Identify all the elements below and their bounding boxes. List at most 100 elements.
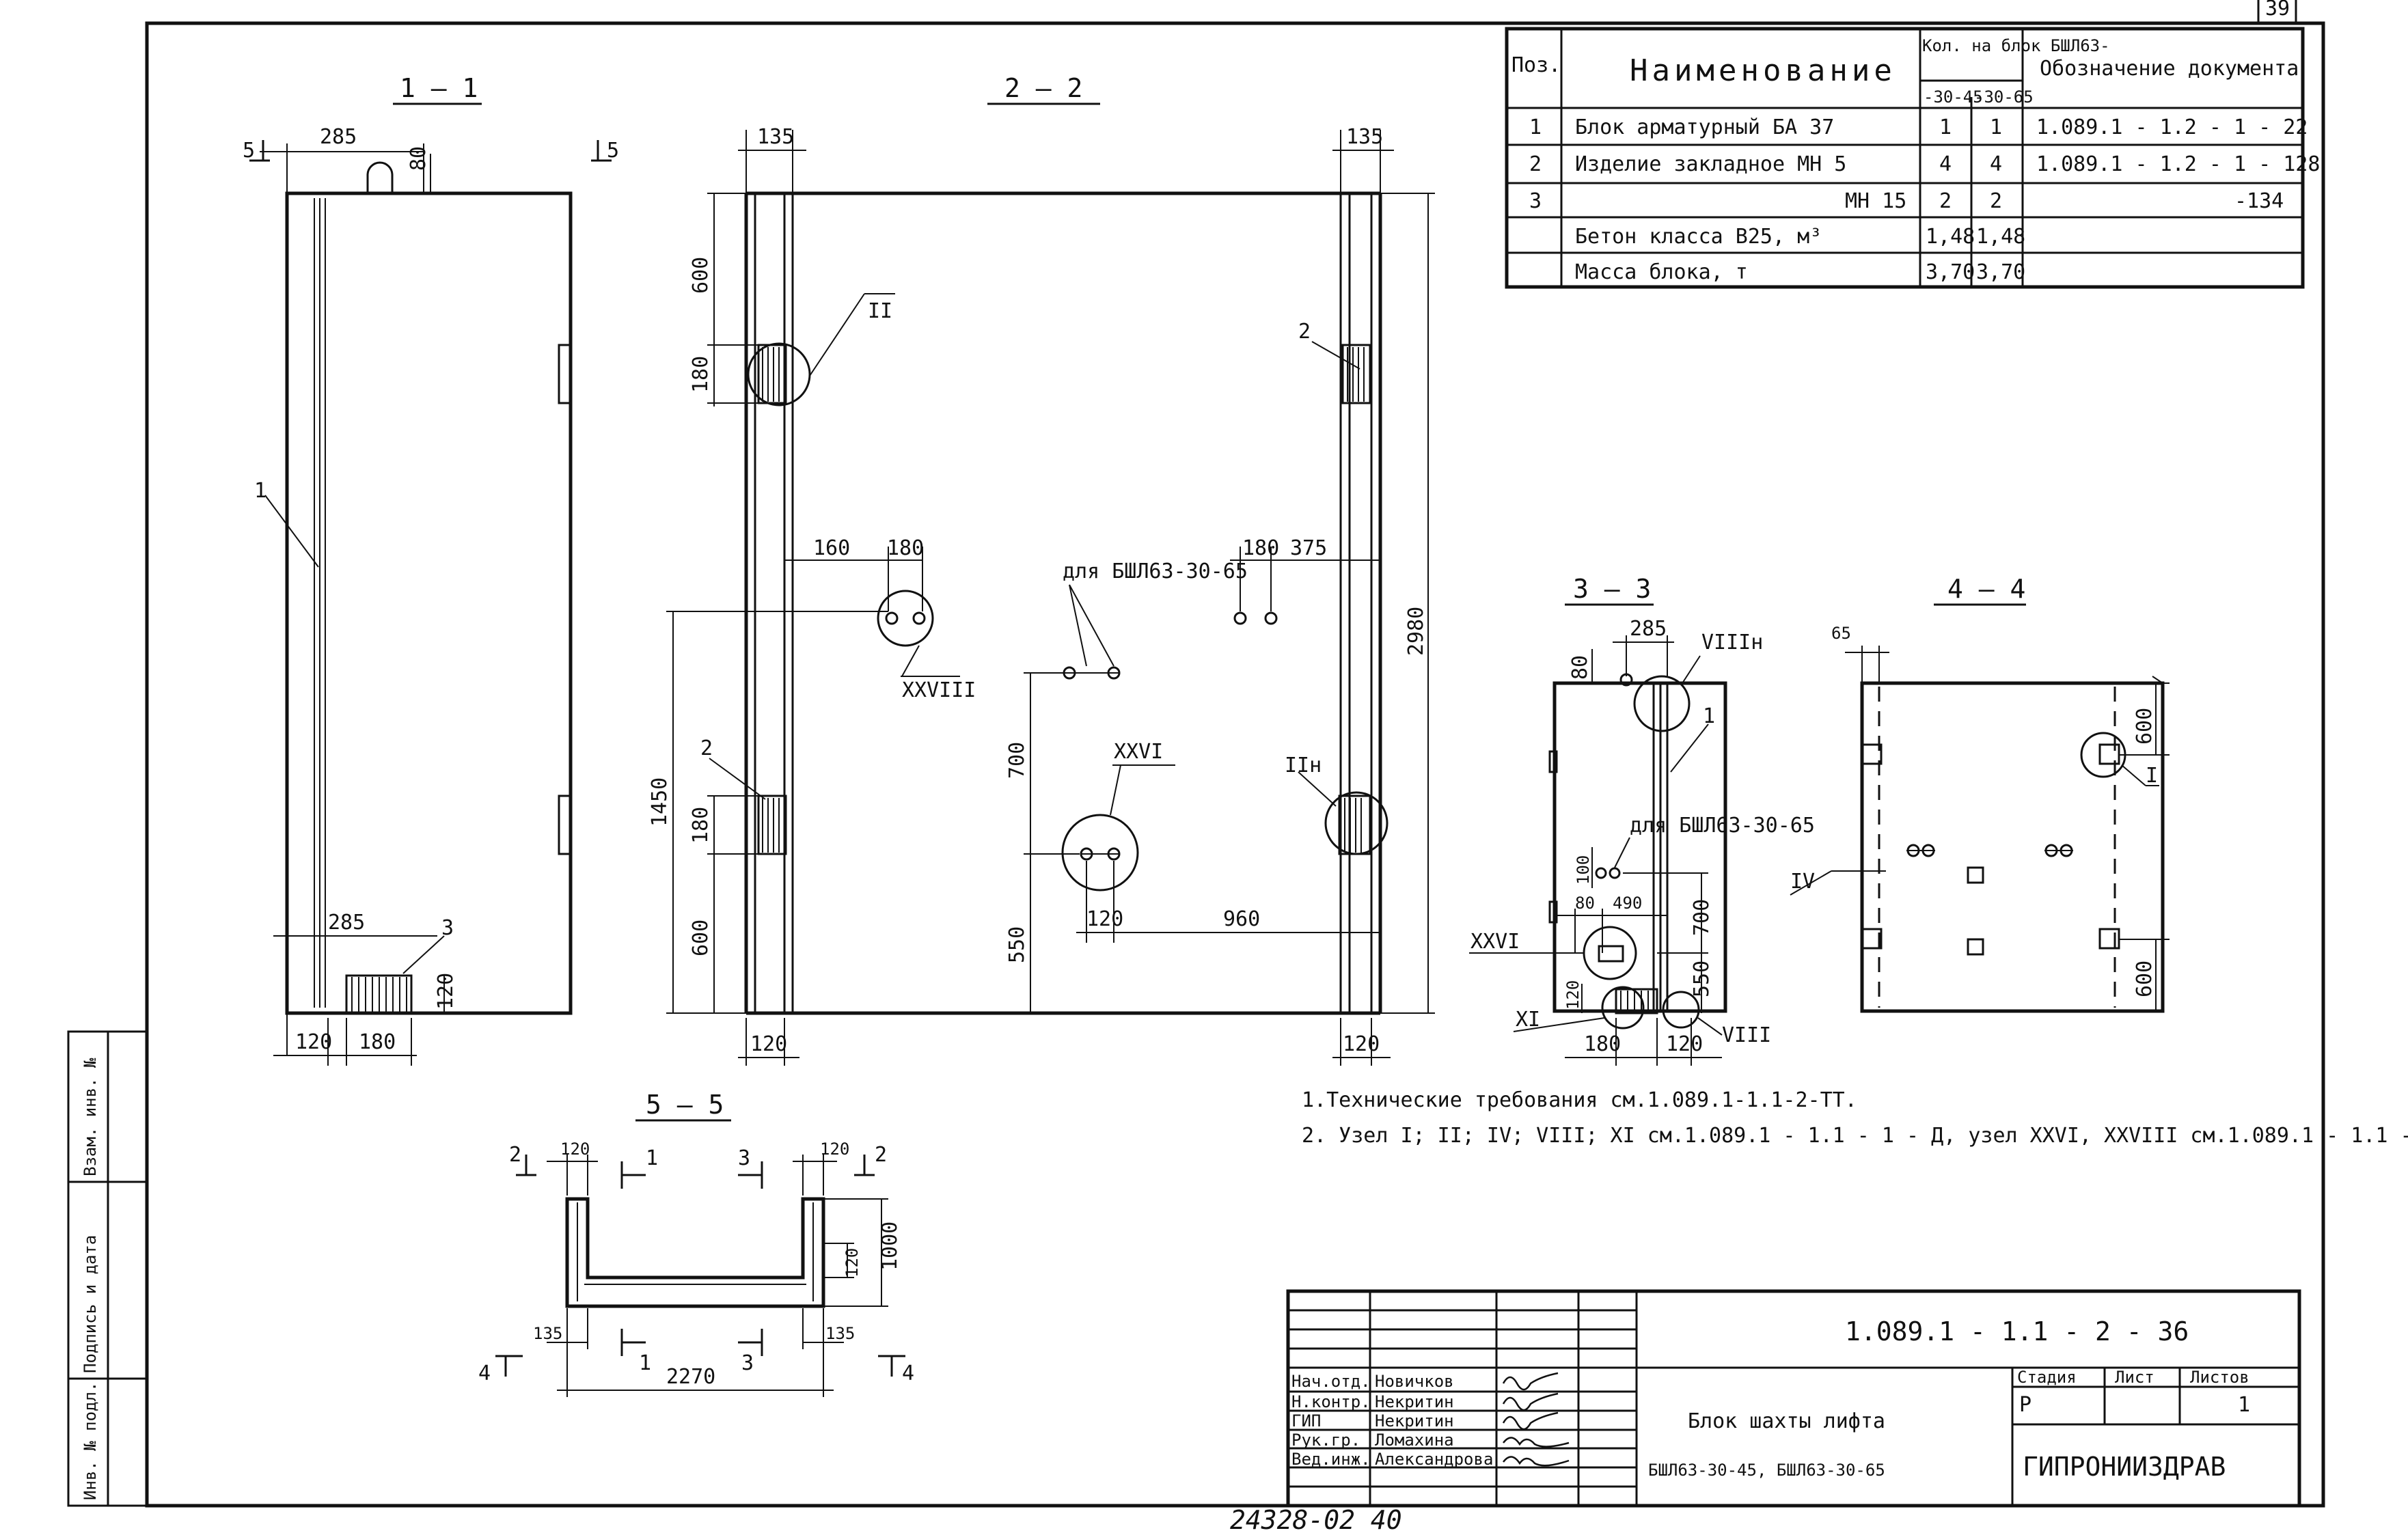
dim-label: 65 bbox=[1831, 624, 1851, 643]
node-label: I bbox=[2146, 764, 2158, 788]
dim-label: 285 bbox=[1630, 617, 1667, 641]
signature-name: Ломахина bbox=[1375, 1431, 1454, 1450]
table-row-doc: 1.089.1 - 1.2 - 1 - 128 bbox=[2036, 152, 2320, 176]
dim-label: 600 bbox=[2133, 961, 2157, 997]
sheet-header: Лист bbox=[2115, 1368, 2154, 1387]
dim-label: 160 bbox=[813, 536, 850, 560]
dim-label: 135 bbox=[757, 125, 794, 149]
embedded-part bbox=[1338, 795, 1371, 855]
handwritten-signature bbox=[1502, 1411, 1559, 1431]
dim-label: 375 bbox=[1290, 536, 1327, 560]
table-row-qty-b: 1,48 bbox=[1976, 225, 2025, 249]
dim-label: 120 bbox=[750, 1032, 787, 1056]
sheet-number-corner: 39 bbox=[2265, 0, 2290, 20]
table-row-pos: 2 bbox=[1529, 152, 1542, 176]
table-row-qty-a: 1,48 bbox=[1926, 225, 1975, 249]
dim-label: 700 bbox=[1690, 899, 1714, 936]
cut-mark: 5 bbox=[607, 139, 619, 163]
stamp-field-vzam-inv: Взам. инв. № bbox=[81, 1058, 100, 1176]
stage-value: Р bbox=[2019, 1393, 2031, 1417]
dim-label: 550 bbox=[1690, 961, 1714, 997]
cut-mark: 4 bbox=[902, 1362, 914, 1385]
dim-label: 700 bbox=[1005, 742, 1029, 779]
drawing-subtitle: БШЛ63-30-45, БШЛ63-30-65 bbox=[1648, 1461, 1885, 1480]
side-stamp: Инв. № подл. Подпись и дата Взам. инв. № bbox=[67, 1030, 148, 1507]
dim-label: 600 bbox=[2133, 708, 2157, 745]
handwritten-signature bbox=[1502, 1372, 1559, 1391]
signature-name: Некритин bbox=[1375, 1411, 1454, 1431]
dim-label: 490 bbox=[1613, 894, 1642, 913]
dim-label: 120 bbox=[1666, 1032, 1703, 1056]
detail-node-circle bbox=[1601, 986, 1645, 1030]
sheets-header: Листов bbox=[2190, 1368, 2249, 1387]
dim-label: 180 bbox=[887, 536, 924, 560]
stage-header: Стадия bbox=[2017, 1368, 2077, 1387]
table-row-qty-b: 1 bbox=[1990, 115, 2002, 139]
embedded-part bbox=[757, 344, 787, 404]
table-header-qty-b: -30-65 bbox=[1974, 87, 2034, 107]
node-label: XXVIII bbox=[902, 678, 976, 702]
view-4-4: 4 — 4 65 600 600 I IV bbox=[1790, 574, 2170, 1013]
dim-label: 1450 bbox=[648, 777, 672, 827]
table-row-pos: 3 bbox=[1529, 189, 1542, 213]
stamp-field-inv-podl: Инв. № подл. bbox=[81, 1382, 100, 1500]
table-row-qty-a: 2 bbox=[1939, 189, 1952, 213]
dim-label: 120 bbox=[1563, 980, 1583, 1010]
dim-label: 180 bbox=[1242, 536, 1279, 560]
signature-role: Нач.отд. bbox=[1291, 1372, 1371, 1391]
dim-label: 120 bbox=[560, 1140, 590, 1159]
dim-label: 285 bbox=[320, 125, 357, 149]
position-callout: 1 bbox=[1703, 704, 1715, 728]
view-3-3: 3 — 3 80 285 VIIIн 1 для БШЛ63-30-65 100 bbox=[1469, 574, 1815, 1066]
technical-note: 1.Технические требования см.1.089.1-1.1-… bbox=[1302, 1088, 1857, 1112]
node-label: VIII bbox=[1722, 1023, 1771, 1047]
detail-node-circle bbox=[1662, 991, 1700, 1029]
dim-label: 550 bbox=[1005, 926, 1029, 963]
signature-role: Н.контр. bbox=[1291, 1392, 1371, 1411]
dim-label: 285 bbox=[328, 911, 365, 935]
embedded-part bbox=[757, 795, 787, 855]
technical-note: 2. Узел I; II; IV; VIII; XI см.1.089.1 -… bbox=[1302, 1124, 2408, 1148]
table-row-qty-b: 2 bbox=[1990, 189, 2002, 213]
dim-label: 120 bbox=[1086, 907, 1123, 931]
cut-mark: 5 bbox=[243, 139, 255, 163]
dim-label: 180 bbox=[689, 356, 713, 393]
detail-node-circle bbox=[1061, 814, 1139, 892]
position-callout: 2 bbox=[700, 736, 713, 760]
handwritten-signature bbox=[1503, 1437, 1570, 1448]
cut-mark: 2 bbox=[509, 1143, 521, 1167]
node-label: IV bbox=[1790, 870, 1815, 894]
table-row-name: Масса блока, т bbox=[1575, 260, 1748, 284]
dim-label: 135 bbox=[533, 1324, 562, 1343]
table-header-pos: Поз. bbox=[1511, 53, 1561, 77]
dim-label: 120 bbox=[1343, 1032, 1380, 1056]
view-2-2: 2 — 2 bbox=[648, 73, 1435, 1066]
dim-label: 80 bbox=[1568, 655, 1592, 680]
node-label: XI bbox=[1516, 1008, 1540, 1032]
dim-label: 2270 bbox=[666, 1365, 715, 1389]
view-1-1: 1 — 1 285 80 5 5 1 285 bbox=[243, 73, 619, 1066]
table-row-qty-a: 4 bbox=[1939, 152, 1952, 176]
signature-name: Александрова bbox=[1375, 1450, 1493, 1469]
organization-name: ГИПРОНИИЗДРАВ bbox=[2023, 1452, 2226, 1482]
table-row-name: Изделие закладное МН 5 bbox=[1575, 152, 1846, 176]
table-row-qty-a: 1 bbox=[1939, 115, 1952, 139]
dim-label: 180 bbox=[689, 807, 713, 844]
dim-label: 600 bbox=[689, 920, 713, 956]
drawing-title: Блок шахты лифта bbox=[1688, 1409, 1885, 1433]
view-5-5: 5 — 5 2 2 120 120 1 3 120 10 bbox=[478, 1090, 914, 1397]
signature-role: ГИП bbox=[1291, 1411, 1321, 1431]
section-mark: 3 bbox=[738, 1146, 750, 1170]
dim-label: 1000 bbox=[878, 1221, 902, 1271]
variant-note: для БШЛ63-30-65 bbox=[1063, 560, 1248, 583]
document-code: 1.089.1 - 1.1 - 2 - 36 bbox=[1845, 1316, 2189, 1346]
table-row-doc: 1.089.1 - 1.2 - 1 - 22 bbox=[2036, 115, 2308, 139]
variant-note: для БШЛ63-30-65 bbox=[1630, 814, 1815, 838]
section-mark: 3 bbox=[741, 1351, 754, 1375]
detail-node-circle bbox=[747, 342, 811, 406]
view-title: 3 — 3 bbox=[1573, 574, 1651, 604]
view-title: 4 — 4 bbox=[1947, 574, 2025, 604]
table-row-qty-b: 3,70 bbox=[1976, 260, 2025, 284]
table-header-name: Наименование bbox=[1630, 53, 1896, 88]
